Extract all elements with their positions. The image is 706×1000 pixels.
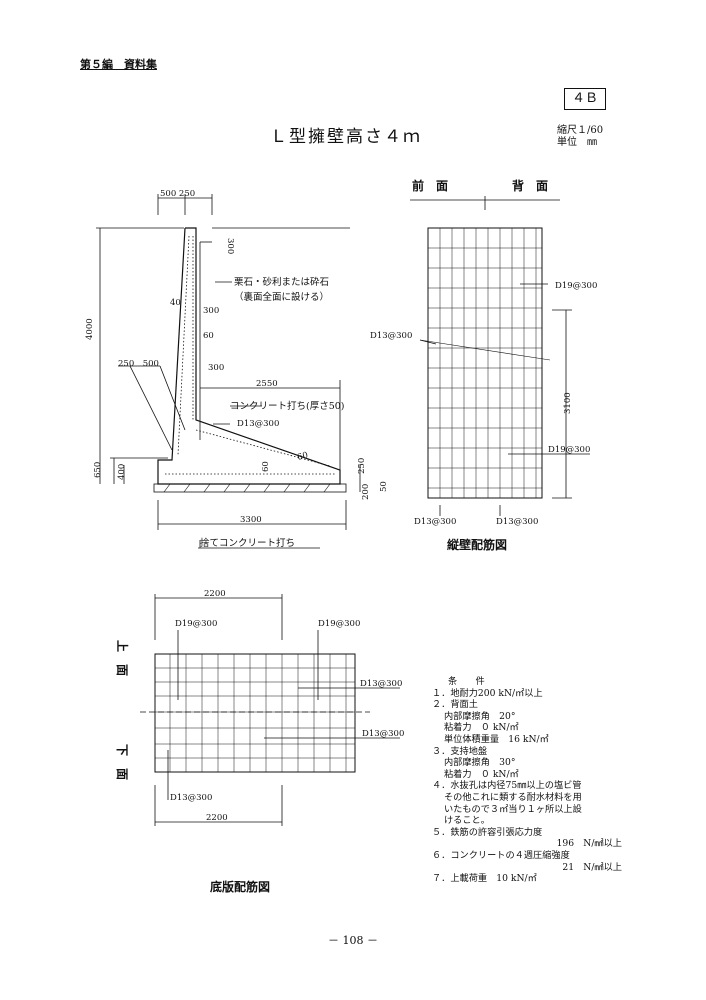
dim-650: 650 xyxy=(93,462,103,478)
condition-line: 粘着力 ０ kN/㎡ xyxy=(444,768,519,780)
dim-250-right: 250 xyxy=(357,458,367,474)
condition-line: 196 N/㎟以上 xyxy=(556,838,622,850)
condition-line: 単位体積重量 16 kN/㎥ xyxy=(444,733,549,745)
base-dim-bottom: 2200 xyxy=(206,813,228,823)
note-gravel-1: 栗石・砂利または砕石 xyxy=(234,276,329,288)
dim-4000: 4000 xyxy=(85,318,95,340)
condition-line: ７．上載荷重 10 kN/㎡ xyxy=(432,873,537,885)
wall-d13-left: D13@300 xyxy=(370,331,412,341)
dim-500-250: 500 250 xyxy=(160,189,195,199)
design-conditions: 条 件 １．地耐力200 kN/㎡以上 ２．背面土 内部摩擦角 20° 粘着力 … xyxy=(432,676,632,885)
condition-line: ５．鉄筋の許容引張応力度 xyxy=(432,826,543,838)
dim-40: 40 xyxy=(170,298,181,308)
wall-d13-br: D13@300 xyxy=(496,517,538,527)
wall-rebar-grid xyxy=(410,196,590,516)
label-back: 背 面 xyxy=(512,178,548,193)
condition-line: ４．水抜孔は内径75㎜以上の塩ビ管 xyxy=(432,780,582,792)
wall-d13-bl: D13@300 xyxy=(414,517,456,527)
dim-250-500: 250 500 xyxy=(118,359,159,369)
dim-300-top: 300 xyxy=(225,238,235,254)
dim-2550: 2550 xyxy=(256,379,278,389)
base-d19-left: D19@300 xyxy=(175,619,217,629)
wall-d19-low: D19@300 xyxy=(548,445,590,455)
condition-line: けること。 xyxy=(444,815,490,827)
dim-60-slope: 60 xyxy=(296,450,309,462)
label-upper-face: 上 面 xyxy=(115,640,130,676)
condition-line: その他これに類する耐水材料を用 xyxy=(444,791,582,803)
base-d13-2: D13@300 xyxy=(362,729,404,739)
dim-60-small: 60 xyxy=(261,461,271,472)
dim-3300: 3300 xyxy=(240,515,262,525)
note-d13: D13@300 xyxy=(237,419,279,429)
note-concrete: コンクリート打ち(厚さ50) xyxy=(230,400,345,412)
condition-line: ６．コンクリートの４週圧縮強度 xyxy=(432,849,570,861)
condition-line: １．地耐力200 kN/㎡以上 xyxy=(432,687,543,699)
condition-line: 内部摩擦角 20° xyxy=(444,710,516,722)
section-header: 第５編 資料集 xyxy=(80,58,157,71)
scale-line: 縮尺１/60 xyxy=(557,125,604,136)
scale-note: 縮尺１/60 単位 ㎜ xyxy=(557,125,603,149)
wall-d19-top: D19@300 xyxy=(555,281,597,291)
note-gravel-2: （裏面全面に設ける） xyxy=(234,291,329,303)
condition-line: ３．支持地盤 xyxy=(432,745,488,757)
dim-50: 50 xyxy=(379,481,389,492)
condition-line: 内部摩擦角 30° xyxy=(444,757,516,769)
label-front: 前 面 xyxy=(412,178,448,193)
condition-line: ２．背面土 xyxy=(432,699,478,711)
drawing-title: Ｌ型擁壁高さ４ｍ xyxy=(270,127,422,147)
wall-dim-3100: 3100 xyxy=(563,392,573,414)
base-d13-1: D13@300 xyxy=(360,679,402,689)
base-d13-bl: D13@300 xyxy=(170,793,212,803)
dim-400: 400 xyxy=(117,464,127,480)
condition-line: 粘着力 ０ kN/㎡ xyxy=(444,722,519,734)
dim-200: 200 xyxy=(361,484,371,500)
base-rebar-caption: 底版配筋図 xyxy=(210,880,271,894)
dim-300-low: 300 xyxy=(208,363,224,373)
dim-300-mid: 300 xyxy=(203,306,219,316)
drawing-tag: ４Ｂ xyxy=(564,88,606,110)
unit-line: 単位 ㎜ xyxy=(557,137,597,148)
label-lower-face: 下 面 xyxy=(115,744,129,780)
note-leveling: 捨てコンクリート打ち xyxy=(200,537,295,549)
page-number: － 108 － xyxy=(328,934,378,947)
wall-section xyxy=(96,194,361,549)
base-rebar-grid xyxy=(140,594,400,826)
wall-rebar-caption: 縦壁配筋図 xyxy=(447,538,508,552)
base-d19-right: D19@300 xyxy=(318,619,360,629)
conditions-heading: 条 件 xyxy=(448,676,485,687)
base-dim-top: 2200 xyxy=(204,589,226,599)
dim-60-top: 60 xyxy=(203,331,214,341)
condition-line: 21 N/㎟以上 xyxy=(562,861,622,873)
condition-line: いたもので３㎡当り１ヶ所以上設 xyxy=(444,803,582,815)
